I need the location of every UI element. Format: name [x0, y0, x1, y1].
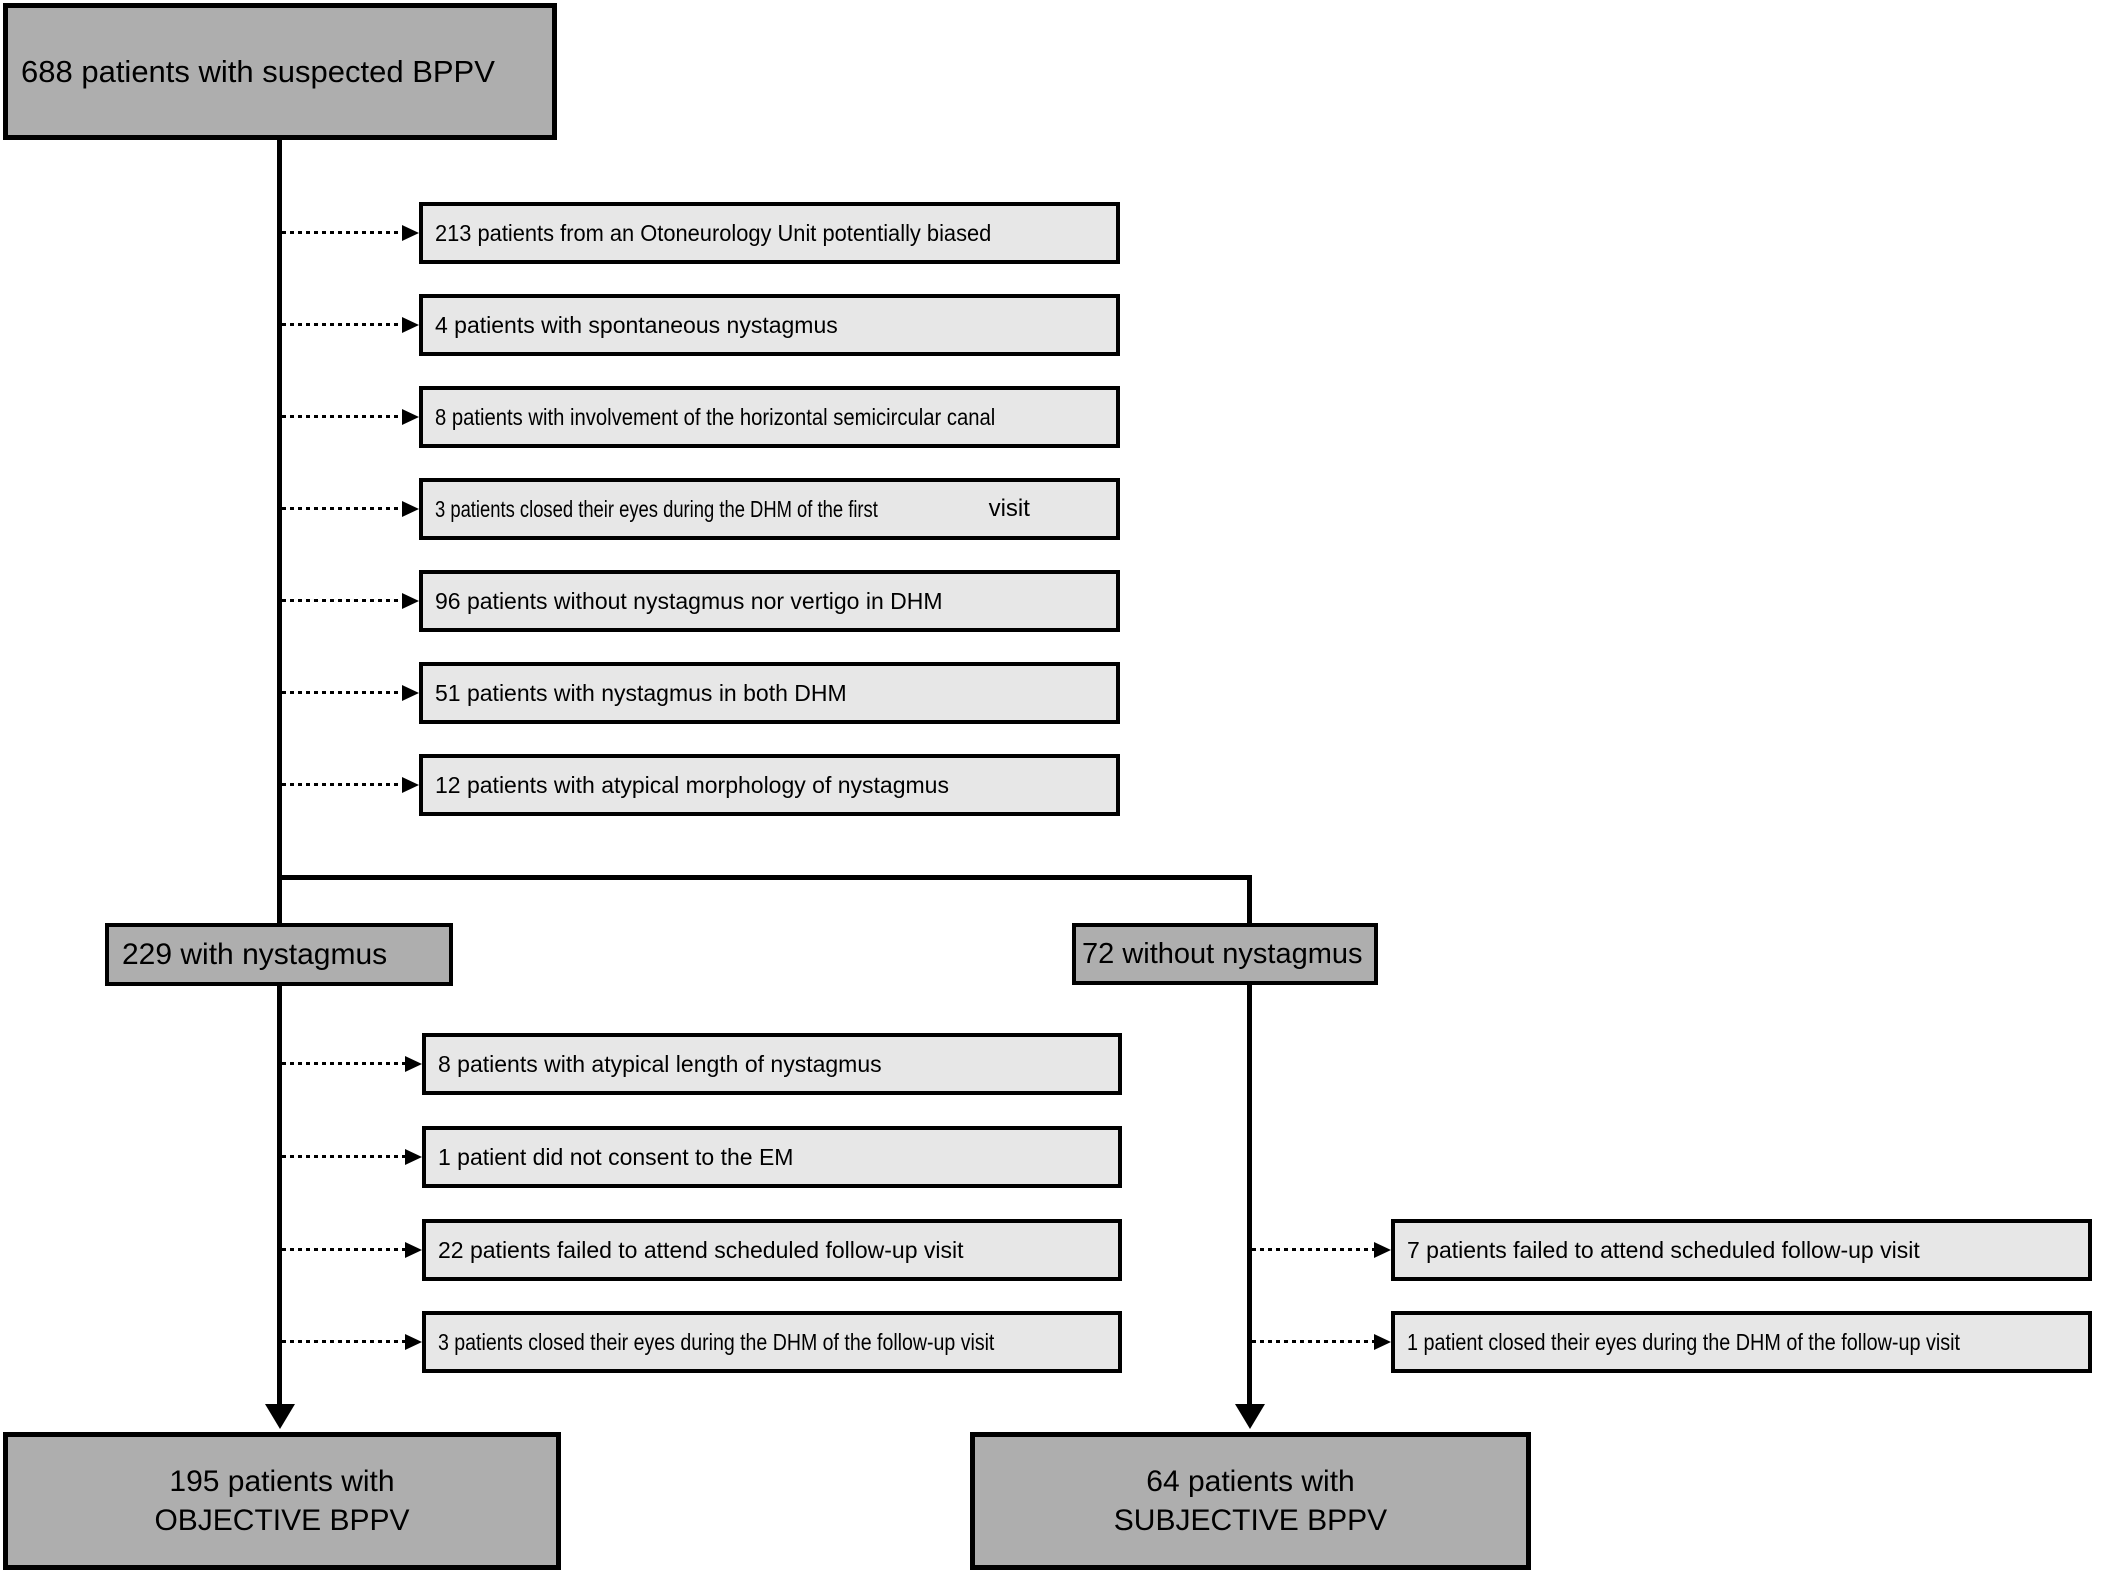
arrowhead-down-right-icon: [1235, 1404, 1265, 1429]
exclusion-label: 1 patient closed their eyes during the D…: [1407, 1328, 1961, 1355]
exclusion-label: 96 patients without nystagmus nor vertig…: [435, 587, 943, 614]
exclusion-label: 12 patients with atypical morphology of …: [435, 771, 949, 798]
node-without-nystagmus: 72 without nystagmus: [1072, 923, 1378, 985]
dashed-arrow-line: [282, 323, 402, 326]
exclusion-label: 7 patients failed to attend scheduled fo…: [1407, 1236, 1920, 1263]
exclusion-label: 4 patients with spontaneous nystagmus: [435, 311, 838, 338]
exclusion-box-closed-eyes-followup-left: 3 patients closed their eyes during the …: [422, 1311, 1122, 1373]
node-label-line1: 64 patients with: [1146, 1465, 1355, 1498]
arrowhead-right-icon: [402, 777, 419, 793]
node-label-line2: SUBJECTIVE BPPV: [1113, 1504, 1388, 1537]
node-label-line1: 195 patients with: [169, 1465, 395, 1498]
node-label: 688 patients with suspected BPPV: [21, 53, 495, 89]
exclusion-box-otoneurology: 213 patients from an Otoneurology Unit p…: [419, 202, 1120, 264]
arrowhead-right-icon: [1374, 1242, 1391, 1258]
exclusion-box-failed-followup-left: 22 patients failed to attend scheduled f…: [422, 1219, 1122, 1281]
exclusion-label: 8 patients with atypical length of nysta…: [438, 1050, 882, 1077]
exclusion-label: 3 patients closed their eyes during the …: [438, 1328, 995, 1355]
exclusion-box-horizontal-canal: 8 patients with involvement of the horiz…: [419, 386, 1120, 448]
exclusion-box-no-consent-em: 1 patient did not consent to the EM: [422, 1126, 1122, 1188]
dashed-arrow-line: [282, 1062, 405, 1065]
dashed-arrow-line: [1252, 1248, 1374, 1251]
exclusion-label: 8 patients with involvement of the horiz…: [435, 403, 996, 430]
dashed-arrow-line: [282, 231, 402, 234]
arrowhead-right-icon: [405, 1056, 422, 1072]
exclusion-label-tail: visit: [988, 495, 1030, 522]
dashed-arrow-line: [282, 507, 402, 510]
arrowhead-right-icon: [402, 593, 419, 609]
exclusion-label: 3 patients closed their eyes during the …: [435, 495, 878, 522]
exclusion-box-failed-followup-right: 7 patients failed to attend scheduled fo…: [1391, 1219, 2092, 1281]
arrowhead-right-icon: [402, 501, 419, 517]
node-suspected-bppv: 688 patients with suspected BPPV: [3, 3, 557, 140]
dashed-arrow-line: [282, 1155, 405, 1158]
dashed-arrow-line: [282, 691, 402, 694]
arrowhead-right-icon: [402, 317, 419, 333]
node-label: 72 without nystagmus: [1082, 937, 1363, 970]
connector-main-vertical: [277, 138, 282, 1404]
node-label-line2: OBJECTIVE BPPV: [154, 1504, 410, 1537]
exclusion-box-spontaneous-nystagmus: 4 patients with spontaneous nystagmus: [419, 294, 1120, 356]
arrowhead-right-icon: [402, 685, 419, 701]
arrowhead-down-left-icon: [265, 1404, 295, 1429]
arrowhead-right-icon: [402, 409, 419, 425]
arrowhead-right-icon: [405, 1334, 422, 1350]
arrowhead-right-icon: [405, 1149, 422, 1165]
node-objective-bppv: 195 patients with OBJECTIVE BPPV: [3, 1432, 561, 1570]
arrowhead-right-icon: [402, 225, 419, 241]
exclusion-label: 213 patients from an Otoneurology Unit p…: [435, 219, 992, 246]
dashed-arrow-line: [282, 415, 402, 418]
arrowhead-right-icon: [405, 1242, 422, 1258]
arrowhead-right-icon: [1374, 1334, 1391, 1350]
exclusion-box-closed-eyes-first-visit: 3 patients closed their eyes during the …: [419, 478, 1120, 540]
connector-right-vertical: [1247, 875, 1252, 1404]
exclusion-box-atypical-morphology: 12 patients with atypical morphology of …: [419, 754, 1120, 816]
dashed-arrow-line: [1252, 1340, 1374, 1343]
dashed-arrow-line: [282, 1340, 405, 1343]
node-label: 229 with nystagmus: [122, 937, 388, 971]
connector-branch-horizontal: [277, 875, 1252, 880]
exclusion-label: 1 patient did not consent to the EM: [438, 1143, 794, 1170]
node-with-nystagmus: 229 with nystagmus: [105, 923, 453, 986]
exclusion-box-no-nystagmus-no-vertigo: 96 patients without nystagmus nor vertig…: [419, 570, 1120, 632]
exclusion-box-atypical-length: 8 patients with atypical length of nysta…: [422, 1033, 1122, 1095]
dashed-arrow-line: [282, 783, 402, 786]
exclusion-box-closed-eyes-followup-right: 1 patient closed their eyes during the D…: [1391, 1311, 2092, 1373]
exclusion-label: 51 patients with nystagmus in both DHM: [435, 679, 847, 706]
node-subjective-bppv: 64 patients with SUBJECTIVE BPPV: [970, 1432, 1531, 1570]
exclusion-box-nystagmus-both-dhm: 51 patients with nystagmus in both DHM: [419, 662, 1120, 724]
dashed-arrow-line: [282, 1248, 405, 1251]
dashed-arrow-line: [282, 599, 402, 602]
exclusion-label: 22 patients failed to attend scheduled f…: [438, 1236, 964, 1263]
